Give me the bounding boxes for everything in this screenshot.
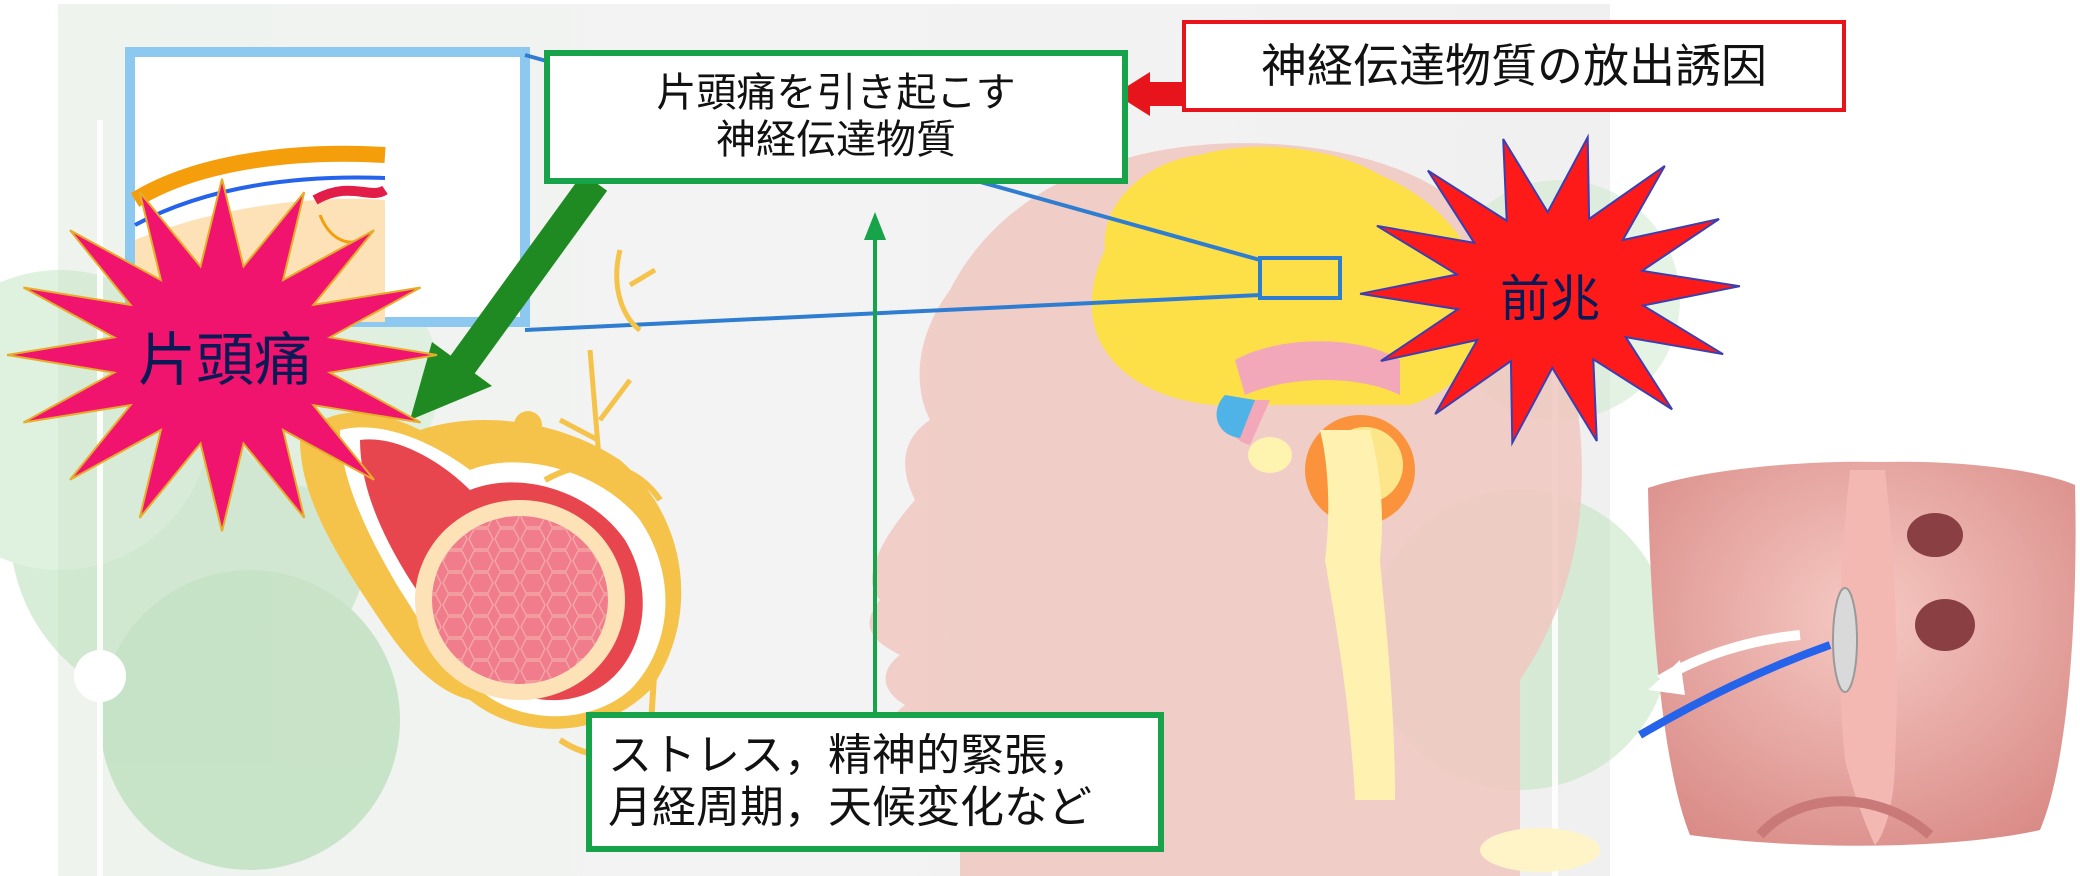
aura-label: 前兆: [1500, 270, 1600, 328]
release-trigger-text: 神経伝達物質の放出誘因: [1261, 38, 1767, 93]
triggers-label: ストレス，精神的緊張， 月経周期，天候変化など: [586, 712, 1164, 852]
migraine-label: 片頭痛: [137, 326, 312, 394]
shoulder-highlight: [1480, 828, 1600, 872]
red-arrow: [1115, 72, 1187, 116]
blood-vessel: [300, 249, 682, 758]
triggers-line2: 月経周期，天候変化など: [608, 782, 1092, 833]
heart-illustration: [1637, 461, 2076, 846]
decorative-dot: [74, 650, 126, 702]
neurotransmitter-label: 片頭痛を引き起こす 神経伝達物質: [544, 50, 1128, 184]
green-trigger-arrow: [864, 212, 886, 712]
zoom-line-bottom: [524, 293, 1261, 332]
aura-burst: [1359, 133, 1741, 447]
migraine-burst: [6, 178, 438, 532]
zoom-source-box: [1258, 256, 1342, 300]
triggers-line1: ストレス，精神的緊張，: [608, 730, 1092, 782]
neurotransmitter-line2: 神経伝達物質: [716, 117, 956, 163]
neurotransmitter-line1: 片頭痛を引き起こす: [656, 69, 1016, 116]
brain: [1091, 146, 1486, 800]
release-trigger-label: 神経伝達物質の放出誘因: [1182, 20, 1846, 112]
dark-green-arrow: [410, 173, 608, 420]
